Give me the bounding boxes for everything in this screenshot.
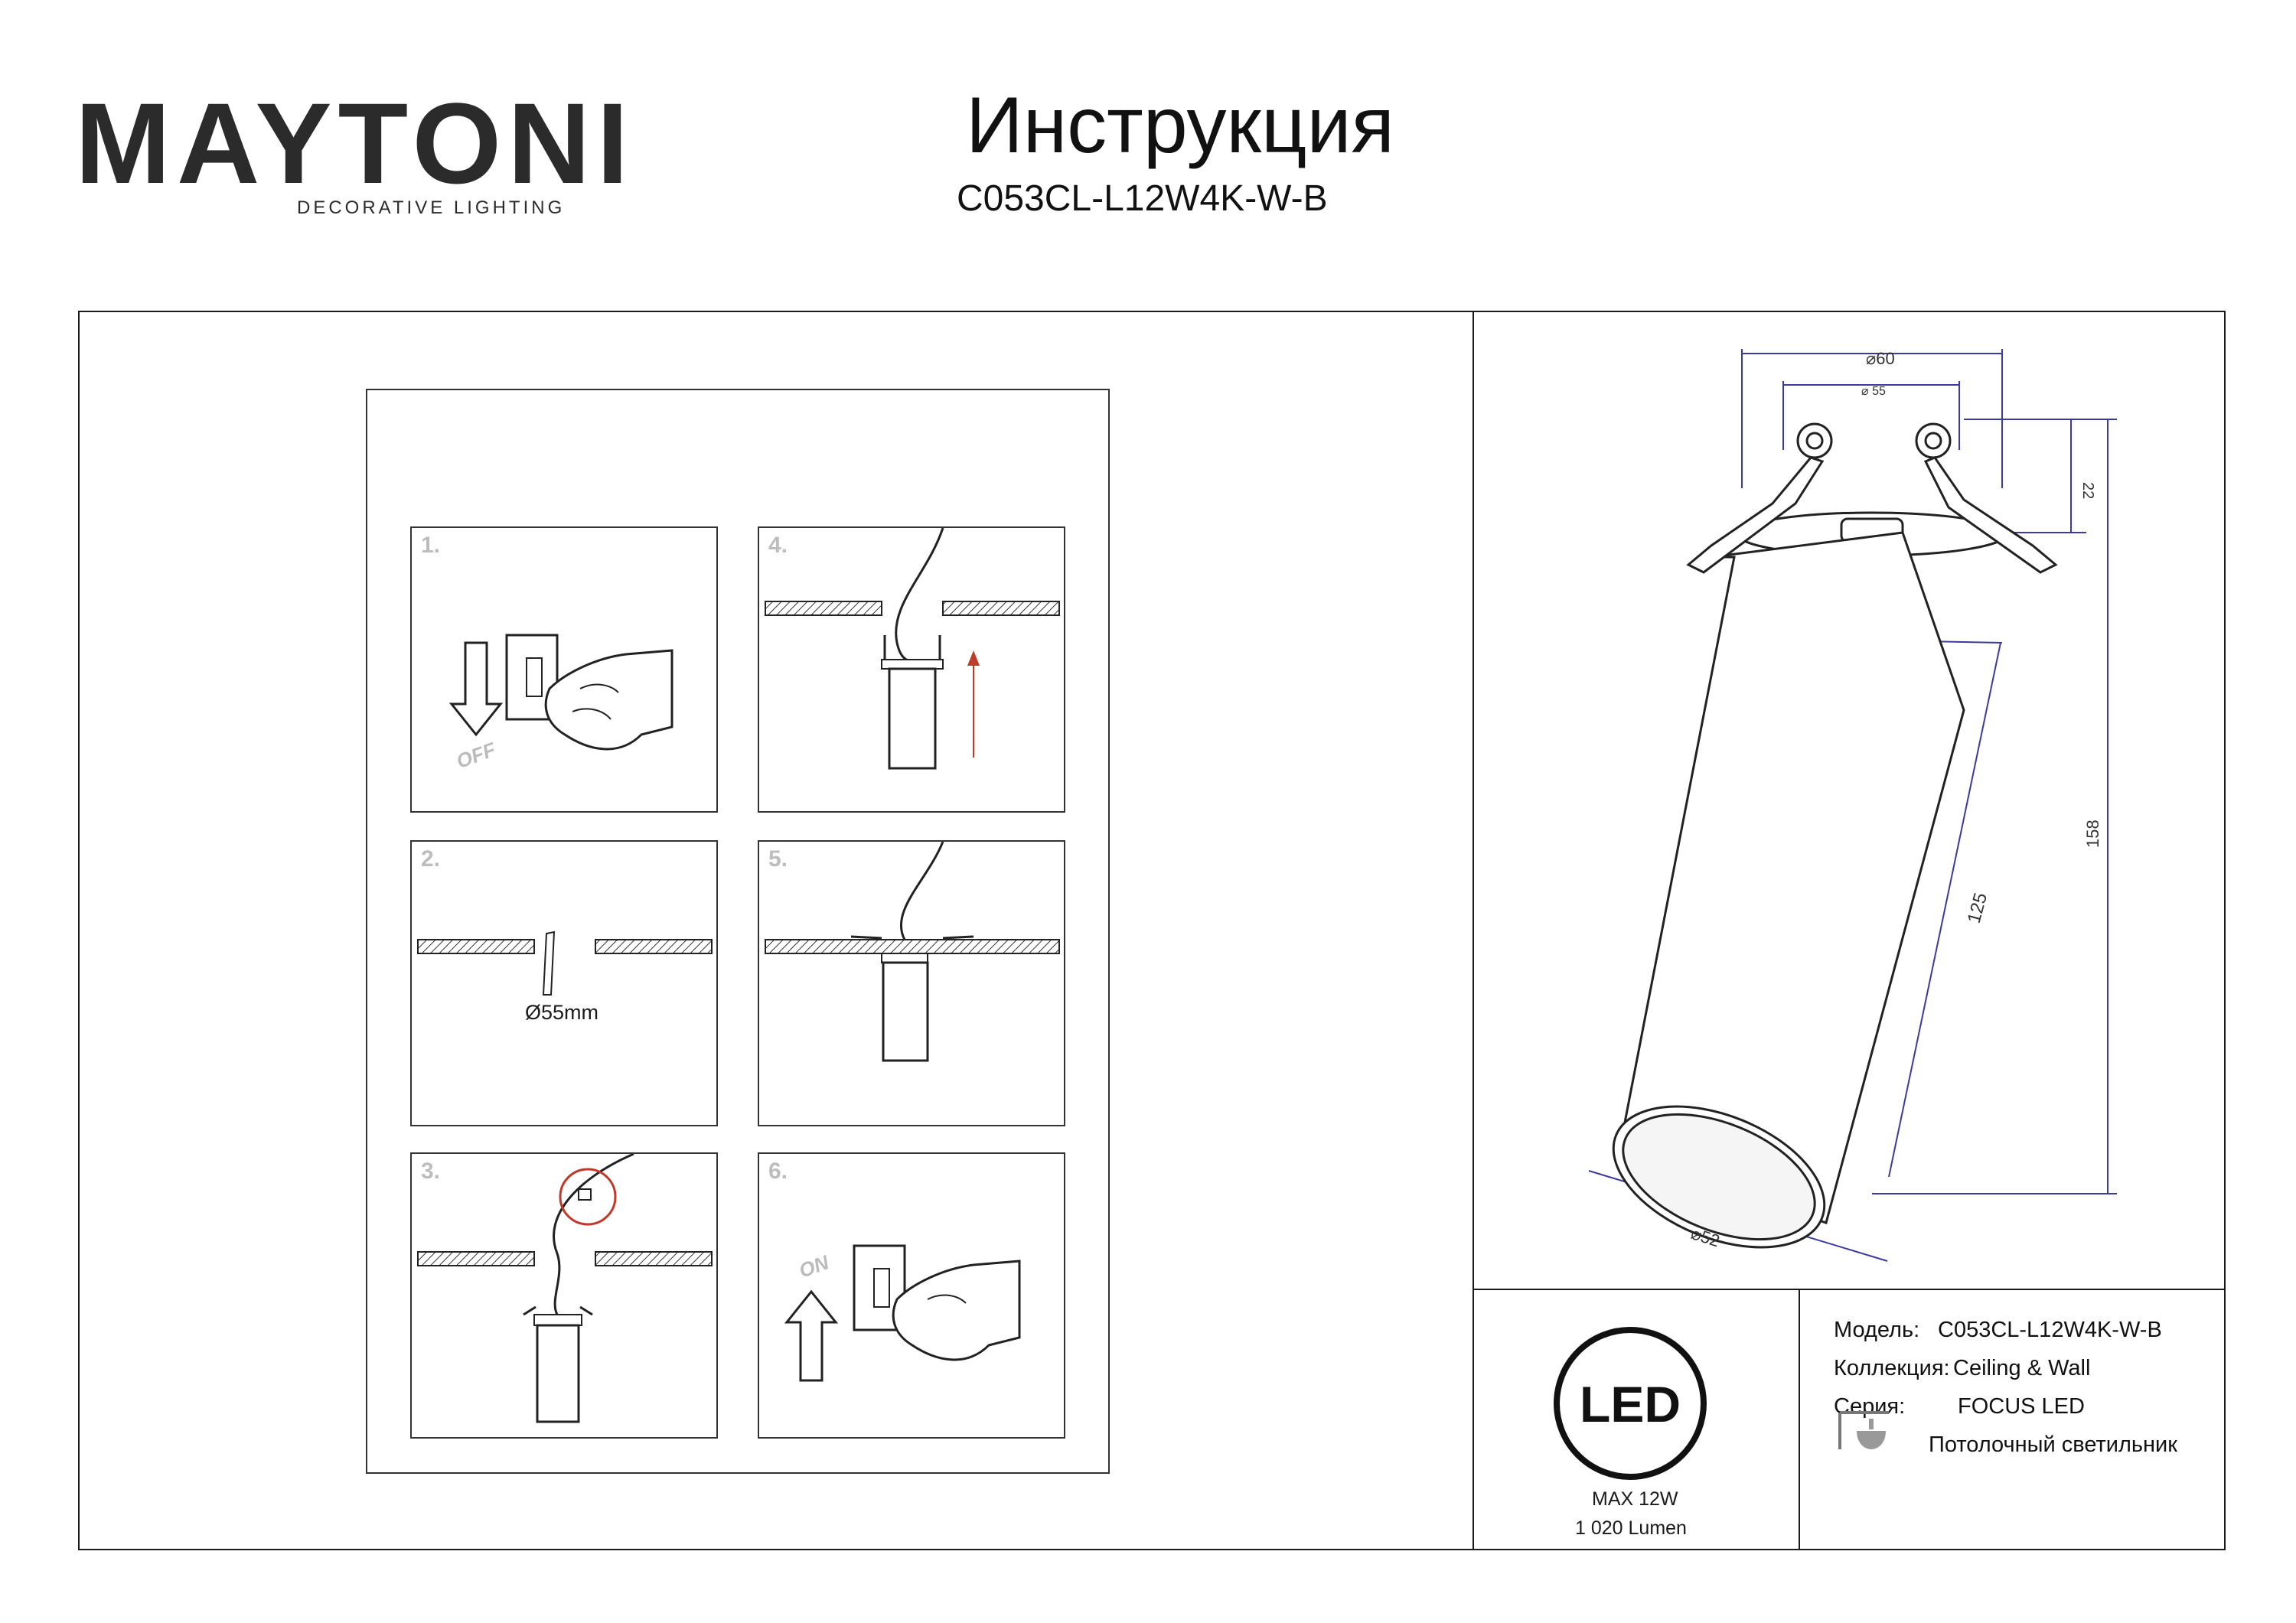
step-2: 2. Ø55mm [410, 840, 718, 1126]
power-rating: MAX 12W [1592, 1488, 1678, 1510]
spec-type-value: Потолочный светильник [1929, 1432, 2177, 1457]
step-4: 4. [758, 526, 1065, 813]
header-model: C053CL-L12W4K-W-B [957, 178, 1328, 219]
steps-frame [366, 389, 1110, 1474]
insert-illustration [765, 528, 1060, 770]
switch-off-illustration [448, 634, 673, 751]
spring-clips [1686, 422, 2058, 574]
brand-tagline: DECORATIVE LIGHTING [297, 197, 566, 218]
spec-collection-value: Ceiling & Wall [1953, 1356, 2091, 1380]
step-6: 6. ON [758, 1152, 1065, 1439]
hole-diameter: Ø55mm [525, 1001, 599, 1024]
switch-on-illustration [784, 1244, 1021, 1382]
dim-h158: 158 [2083, 820, 2102, 848]
main-frame [78, 311, 2226, 1550]
step-1: 1. OFF [410, 526, 718, 813]
step-3: 3. [410, 1152, 718, 1439]
step-number: 2. [421, 846, 441, 872]
step-number: 1. [421, 533, 441, 558]
step-number: 4. [768, 533, 788, 558]
led-badge-text: LED [1580, 1376, 1681, 1432]
page-title: Инструкция [966, 81, 1394, 170]
brand-logo: MAYTONI [75, 79, 635, 207]
mounted-illustration [765, 842, 1060, 1062]
spec-series-label: Серия: [1834, 1394, 1906, 1419]
dimension-lines [1588, 349, 2117, 1262]
dim-l125: 125 [1964, 891, 1991, 926]
step-number: 6. [768, 1159, 788, 1184]
spec-series-value: FOCUS LED [1958, 1394, 2085, 1419]
spec-model-value: C053CL-L12W4K-W-B [1938, 1318, 2162, 1342]
step-number: 3. [421, 1159, 441, 1184]
technical-drawing: ⌀60 ⌀ 55 22 158 125 ⌀52 [1588, 349, 2117, 1262]
ceiling-lamp-icon [1838, 1411, 1889, 1449]
fixture-body [1612, 511, 2008, 1249]
step-5: 5. [758, 840, 1065, 1126]
led-badge: LED [1554, 1327, 1707, 1480]
dim-d60: ⌀60 [1866, 349, 1895, 368]
dim-h22: 22 [2079, 482, 2096, 499]
lumen-rating: 1 020 Lumen [1575, 1517, 1687, 1539]
spec-collection-label: Коллекция: [1834, 1356, 1950, 1380]
frame-divider-horizontal [1473, 1289, 2226, 1290]
wiring-illustration [417, 1154, 713, 1423]
frame-divider-vertical [1473, 311, 1474, 1550]
ceiling-cut-illustration [417, 930, 713, 996]
spec-divider [1799, 1289, 1800, 1550]
spec-model-label: Модель: [1834, 1318, 1920, 1342]
dim-d55: ⌀ 55 [1861, 385, 1886, 398]
step-number: 5. [768, 846, 788, 872]
